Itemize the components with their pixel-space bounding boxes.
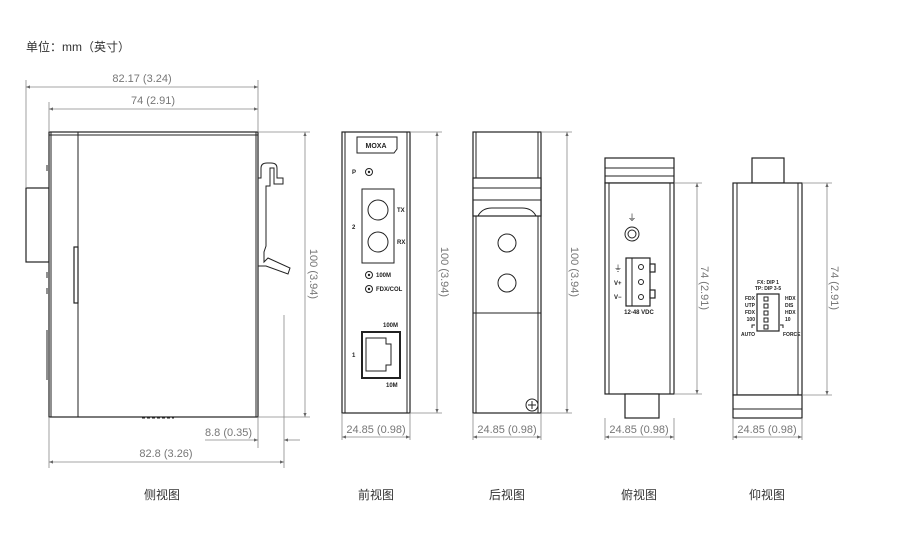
svg-text:FDX/COL: FDX/COL: [376, 287, 403, 293]
svg-text:V−: V−: [614, 295, 622, 301]
svg-text:V+: V+: [614, 281, 622, 287]
front-dim-width: 24.85 (0.98): [346, 424, 405, 436]
svg-text:12-48 VDC: 12-48 VDC: [624, 310, 654, 316]
dim-body-width: 74 (2.91): [131, 95, 175, 107]
side-body: [48, 131, 259, 418]
svg-text:⏚: ⏚: [627, 213, 636, 223]
svg-text:FX: DIP 1: FX: DIP 1: [757, 280, 779, 286]
side-view: 82.17 (3.24) 74 (2.91) 100 (3.94) 8.8 (0…: [25, 73, 319, 502]
bottom-view: FX: DIP 1 TP: DIP 3-5 FDX UTP FDX 100 HD…: [732, 157, 840, 502]
svg-text:AUTO: AUTO: [741, 332, 755, 338]
svg-text:RX: RX: [397, 240, 405, 246]
dim-height: 100 (3.94): [307, 249, 319, 299]
dim-clip: 8.8 (0.35): [205, 427, 252, 439]
caption-rear-view: 后视图: [489, 487, 525, 502]
dim-total-depth: 82.8 (3.26): [139, 448, 192, 460]
svg-text:100M: 100M: [383, 323, 398, 329]
bottom-dim-height: 74 (2.91): [828, 266, 840, 310]
top-view: ⏚ ⏚ V+ V− 12-48 VDC 74 (2.91) 24.85 (0.9…: [604, 157, 710, 502]
svg-text:UTP: UTP: [745, 303, 756, 309]
moxa-logo: [356, 136, 398, 154]
svg-text:TP: DIP 3-5: TP: DIP 3-5: [755, 286, 782, 292]
svg-text:HDX: HDX: [785, 310, 796, 316]
top-dim-height: 74 (2.91): [698, 266, 710, 310]
svg-text:100: 100: [747, 317, 756, 323]
rear-view: 100 (3.94) 24.85 (0.98) 后视图: [472, 131, 580, 502]
led-p-label: P: [352, 170, 356, 176]
rear-dim-width: 24.85 (0.98): [477, 424, 536, 436]
svg-text:10: 10: [785, 317, 791, 323]
dip-switch-slots: [763, 296, 769, 330]
rj45-port: [361, 331, 401, 379]
caption-side-view: 侧视图: [144, 487, 180, 502]
svg-text:FDX: FDX: [745, 296, 756, 302]
front-dim-height: 100 (3.94): [438, 247, 450, 297]
svg-text:FORCE: FORCE: [783, 332, 801, 338]
svg-text:⏚: ⏚: [614, 264, 622, 273]
svg-text:HDX: HDX: [785, 296, 796, 302]
ground-screw-icon: [525, 398, 539, 412]
svg-text:1: 1: [352, 353, 356, 359]
bottom-dim-width: 24.85 (0.98): [737, 424, 796, 436]
svg-text:2: 2: [352, 225, 356, 231]
top-dim-width: 24.85 (0.98): [609, 424, 668, 436]
caption-top-view: 俯视图: [621, 487, 657, 502]
svg-text:FDX: FDX: [745, 310, 756, 316]
svg-text:DIS: DIS: [785, 303, 794, 309]
din-clip: [258, 162, 291, 275]
svg-text:TX: TX: [397, 208, 405, 214]
front-view: MOXA P 2 TX RX 100M FDX/COL 100M 1 10M 1…: [341, 131, 450, 502]
caption-bottom-view: 仰视图: [749, 487, 785, 502]
fiber-port: [361, 188, 395, 264]
rear-dim-height: 100 (3.94): [568, 247, 580, 297]
caption-front-view: 前视图: [358, 487, 394, 502]
svg-text:10M: 10M: [386, 383, 398, 389]
svg-text:MOXA: MOXA: [366, 143, 387, 150]
dim-overall-width: 82.17 (3.24): [112, 73, 171, 85]
side-connector: [25, 187, 50, 263]
unit-label: 单位：mm（英寸）: [26, 40, 130, 54]
svg-text:100M: 100M: [376, 273, 391, 279]
